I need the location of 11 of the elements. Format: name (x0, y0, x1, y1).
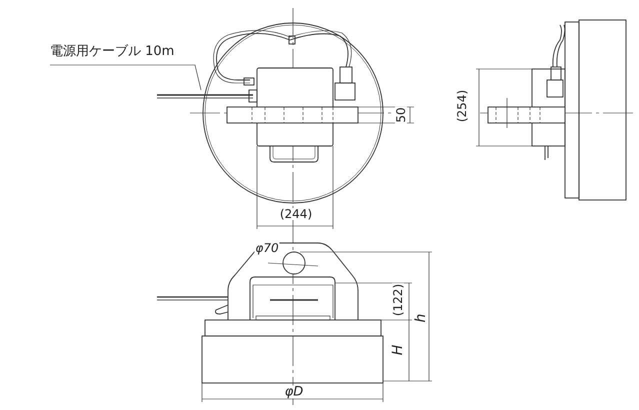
dimension-label: h (414, 312, 428, 324)
dimension-label: (244) (278, 208, 314, 220)
dimension-label: (122) (392, 282, 404, 318)
dimension-label: φD (284, 386, 304, 398)
dimension-label: (254) (456, 88, 468, 124)
power-cable (156, 94, 254, 98)
cable-label: 電源用ケーブル 10m (50, 43, 176, 61)
dimension-label: 50 (395, 106, 407, 124)
dimension-label: H (391, 344, 405, 356)
leader-line (50, 64, 202, 90)
dimension-label: φ70 (254, 242, 280, 254)
